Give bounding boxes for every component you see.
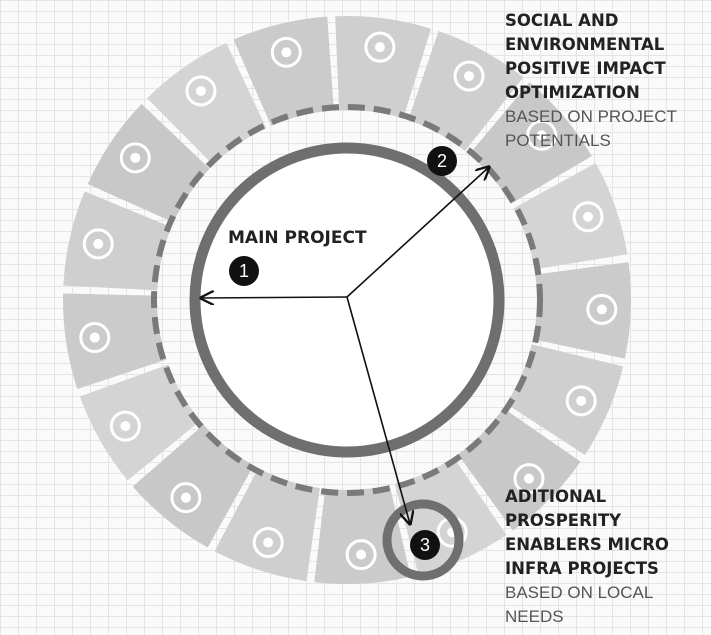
family-people-icon	[453, 60, 485, 92]
callout-heading-line: POSITIVE IMPACT	[505, 59, 666, 78]
callout-heading-line: ENABLERS MICRO	[505, 535, 669, 554]
gender-equality-icon	[565, 385, 597, 417]
arrow-main-project	[201, 297, 348, 298]
callout-heading-line: PROSPERITY	[505, 511, 622, 530]
dove-gavel-icon	[270, 36, 302, 68]
tree-birds-icon	[185, 75, 217, 107]
infinity-icon	[79, 322, 111, 354]
micro-project-ring	[382, 499, 464, 581]
marker-1: 1	[229, 256, 259, 286]
callout-subtext-line: BASED ON LOCAL	[505, 583, 654, 602]
callout-heading-line: INFRA PROJECTS	[505, 559, 659, 578]
arrow-micro-projects	[346, 296, 410, 524]
callout-heading-line: ADITIONAL	[505, 487, 607, 506]
main-project-ring	[189, 142, 505, 458]
goal-segment	[506, 344, 624, 456]
goal-segment	[63, 293, 167, 389]
callout-subtext-line: BASED ON PROJECT	[505, 107, 677, 126]
marker-3: 3	[410, 530, 440, 560]
marker-2: 2	[427, 146, 457, 176]
micro-projects-callout: ADITIONAL PROSPERITY ENABLERS MICRO INFR…	[505, 485, 669, 629]
impact-optimization-callout: SOCIAL AND ENVIRONMENTAL POSITIVE IMPACT…	[505, 9, 677, 153]
goal-segment	[532, 262, 631, 359]
inequality-arrows-icon	[170, 482, 202, 514]
eye-globe-icon	[82, 228, 114, 260]
arrow-impact-optimization	[346, 167, 489, 298]
cubes-icon	[252, 527, 284, 559]
goal-segment	[214, 468, 320, 582]
goal-segment	[335, 16, 431, 119]
goal-segment	[513, 162, 628, 270]
goal-segment	[314, 485, 411, 584]
city-buildings-icon	[109, 410, 141, 442]
callout-subtext-line: POTENTIALS	[505, 131, 611, 150]
callout-heading-line: ENVIRONMENTAL	[505, 35, 665, 54]
svg-text:3: 3	[420, 535, 430, 555]
book-icon	[586, 293, 618, 325]
svg-text:2: 2	[437, 151, 447, 171]
partnership-rings-icon	[364, 31, 396, 63]
water-drop-icon	[513, 463, 545, 495]
goal-segment	[63, 191, 172, 291]
goal-segment	[233, 16, 334, 126]
food-bowl-icon	[526, 119, 558, 151]
dashed-impact-ring	[151, 104, 543, 496]
main-project-label: MAIN PROJECT	[228, 228, 367, 248]
callout-subtext-line: NEEDS	[505, 607, 564, 626]
heartbeat-icon	[572, 201, 604, 233]
fish-waves-icon	[119, 142, 151, 174]
growth-chart-icon	[345, 539, 377, 571]
callout-heading-line: SOCIAL AND	[505, 11, 619, 30]
svg-text:1: 1	[239, 261, 249, 281]
callout-heading-line: OPTIMIZATION	[505, 83, 640, 102]
